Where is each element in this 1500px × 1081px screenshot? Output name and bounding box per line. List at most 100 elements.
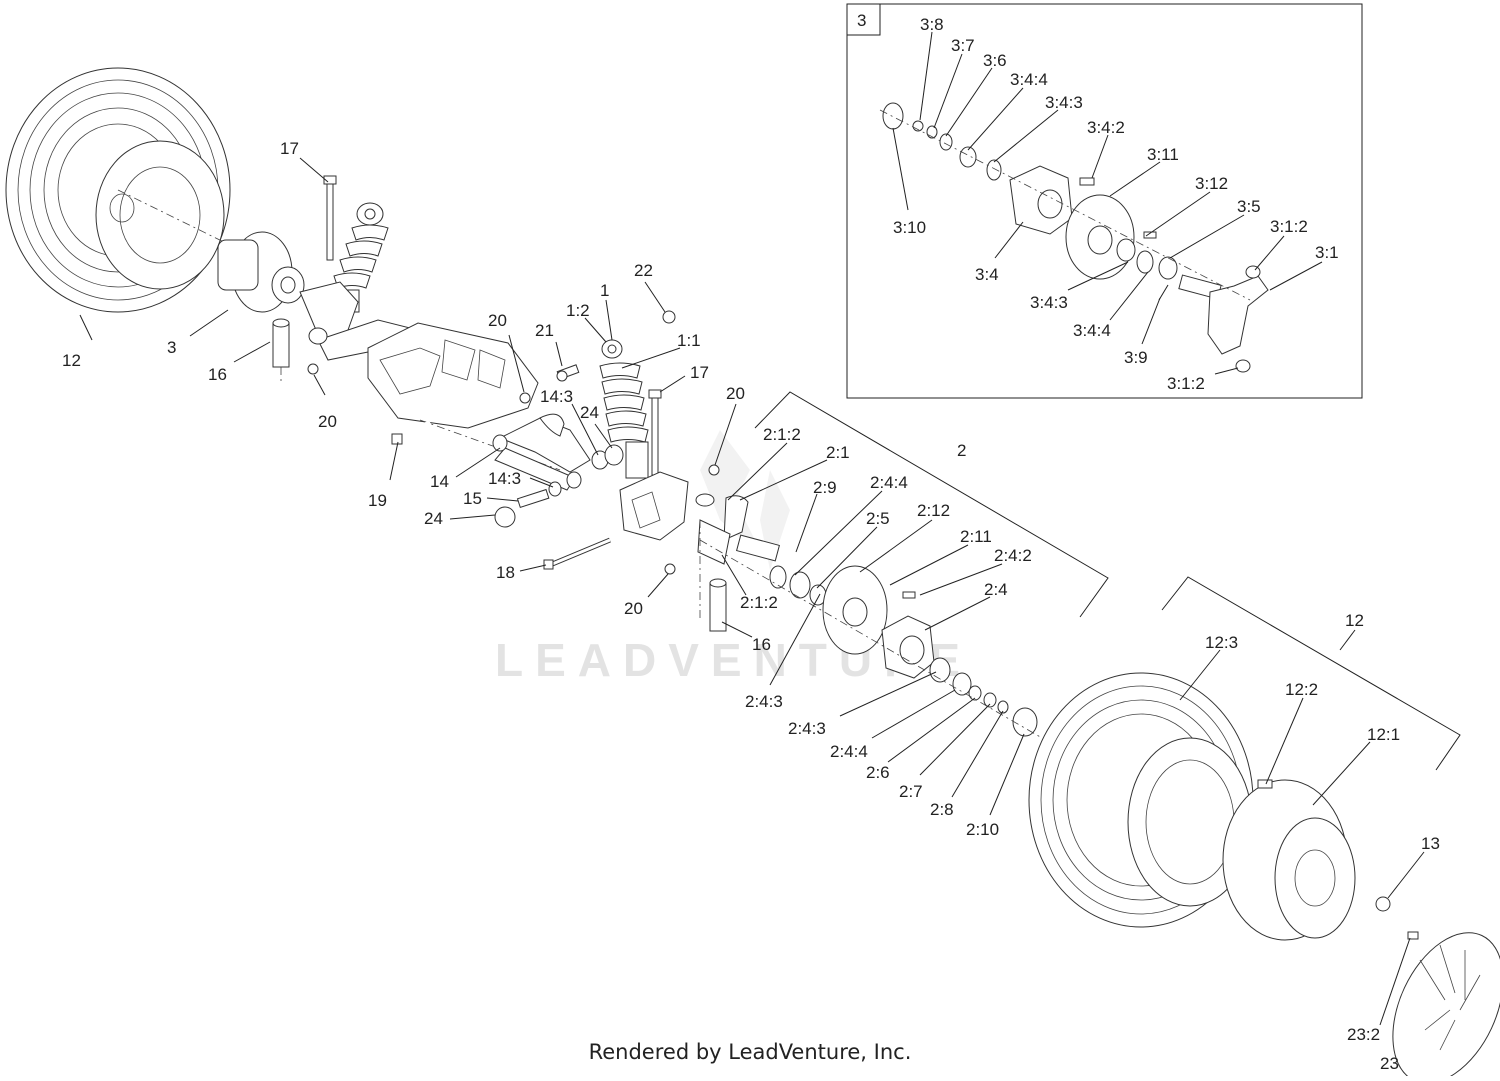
- bushing-14-3-lower: [548, 481, 562, 497]
- callout-label: 2:7: [899, 782, 923, 801]
- center-shock-absorber: [599, 339, 649, 479]
- callout-label: 20: [318, 412, 337, 431]
- callout-label: 2:4:3: [745, 692, 783, 711]
- callout-label: 3:4:2: [1087, 118, 1125, 137]
- callout-label: 12:2: [1285, 680, 1318, 699]
- callout-label: 3:12: [1195, 174, 1228, 193]
- right-axle-centerline: [699, 539, 1081, 761]
- bolt-18: [543, 537, 611, 570]
- callout-label: 3:7: [951, 36, 975, 55]
- callout-label: 2:8: [930, 800, 954, 819]
- washer-24-upper: [604, 444, 624, 466]
- callout-label: 2:4:4: [830, 742, 868, 761]
- callout-label: 3:6: [983, 51, 1007, 70]
- callout-label: 2:4: [984, 580, 1008, 599]
- lug-nut-13: [1375, 896, 1391, 912]
- left-bolt: [323, 175, 337, 261]
- callout-label: 2:9: [813, 478, 837, 497]
- nut-center-a: [708, 464, 720, 476]
- inset-frame: [846, 3, 1363, 399]
- callout-label: 3:1: [1315, 243, 1339, 262]
- left-spacer: [272, 318, 290, 385]
- center-bolt: [648, 389, 662, 476]
- center-a-arm: [492, 413, 591, 491]
- inset-hub-parts: [879, 102, 1269, 373]
- callout-label: 12: [62, 351, 81, 370]
- callout-label: 14: [430, 472, 449, 491]
- callout-label: 24: [424, 509, 443, 528]
- callout-label: 3:4:3: [1030, 293, 1068, 312]
- callout-label: 1:2: [566, 301, 590, 320]
- callout-label: 24: [580, 403, 599, 422]
- callout-label: 2:4:2: [994, 546, 1032, 565]
- nut-22: [662, 310, 676, 324]
- callout-label: 22: [634, 261, 653, 280]
- callout-labels: 12 3 16 20 17 20 21 1:2 1 22 1:1 17 14:3…: [62, 15, 1440, 1073]
- callout-label: 3:11: [1147, 145, 1179, 164]
- callout-label: 2:5: [866, 509, 890, 528]
- inset-tag: 3: [857, 11, 866, 30]
- nut-left-a: [307, 363, 319, 375]
- callout-label: 2:4:4: [870, 473, 908, 492]
- leader-lines: [79, 31, 1425, 1026]
- callout-label: 14:3: [540, 387, 573, 406]
- callout-label: 12:1: [1367, 725, 1400, 744]
- watermark: LEADVENTURE: [495, 634, 972, 686]
- frame-section: [367, 322, 561, 471]
- left-pivot-bracket: [299, 281, 420, 361]
- nut-left-b: [519, 392, 531, 404]
- callout-label: 3:4:4: [1073, 321, 1111, 340]
- right-wheel: [1028, 672, 1254, 928]
- callout-label: 2:1:2: [740, 593, 778, 612]
- callout-label: 19: [368, 491, 387, 510]
- callout-label: 3:5: [1237, 197, 1261, 216]
- callout-label: 3:9: [1124, 348, 1148, 367]
- callout-label: 3:8: [920, 15, 944, 34]
- bolt-21: [556, 364, 580, 382]
- callout-label: 3:1:2: [1270, 217, 1308, 236]
- group-2-bracket: [754, 391, 1109, 618]
- callout-label: 18: [496, 563, 515, 582]
- callout-label: 2: [957, 441, 966, 460]
- callout-label: 3:4:3: [1045, 93, 1083, 112]
- callout-label: 2:10: [966, 820, 999, 839]
- callout-label: 20: [624, 599, 643, 618]
- callout-label: 20: [726, 384, 745, 403]
- callout-label: 3:4: [975, 265, 999, 284]
- callout-label: 17: [280, 139, 299, 158]
- callout-label: 2:11: [960, 527, 992, 546]
- callout-label: 3:10: [893, 218, 926, 237]
- callout-label: 23: [1380, 1054, 1399, 1073]
- washer-24-lower: [494, 506, 516, 528]
- callout-label: 13: [1421, 834, 1440, 853]
- wheel-cover-23: [1392, 931, 1500, 1081]
- callout-label: 20: [488, 311, 507, 330]
- bolt-19: [391, 420, 431, 445]
- callout-label: 16: [752, 635, 771, 654]
- group-12-bracket: [1161, 576, 1461, 771]
- right-brake-disc: [822, 565, 888, 655]
- callout-label: 12: [1345, 611, 1364, 630]
- inset-tag-box: [846, 3, 881, 36]
- callout-label: 2:1: [826, 443, 850, 462]
- callout-label: 2:4:3: [788, 719, 826, 738]
- callout-label: 3: [167, 338, 176, 357]
- center-bracket: [619, 471, 689, 541]
- callout-label: 21: [535, 321, 554, 340]
- pin-15: [516, 488, 550, 509]
- callout-label: 1:1: [677, 331, 701, 350]
- left-wheel: [5, 67, 231, 313]
- callout-label: 3:1:2: [1167, 374, 1205, 393]
- callout-label: 23:2: [1347, 1025, 1380, 1044]
- callout-label: 12:3: [1205, 633, 1238, 652]
- right-spacer: [709, 578, 727, 632]
- callout-label: 15: [463, 489, 482, 508]
- callout-label: 16: [208, 365, 227, 384]
- callout-label: 14:3: [488, 469, 521, 488]
- footer-credit: Rendered by LeadVenture, Inc.: [588, 1040, 912, 1064]
- callout-label: 2:12: [917, 501, 950, 520]
- right-rim: [1222, 779, 1356, 941]
- right-hub: [881, 591, 935, 679]
